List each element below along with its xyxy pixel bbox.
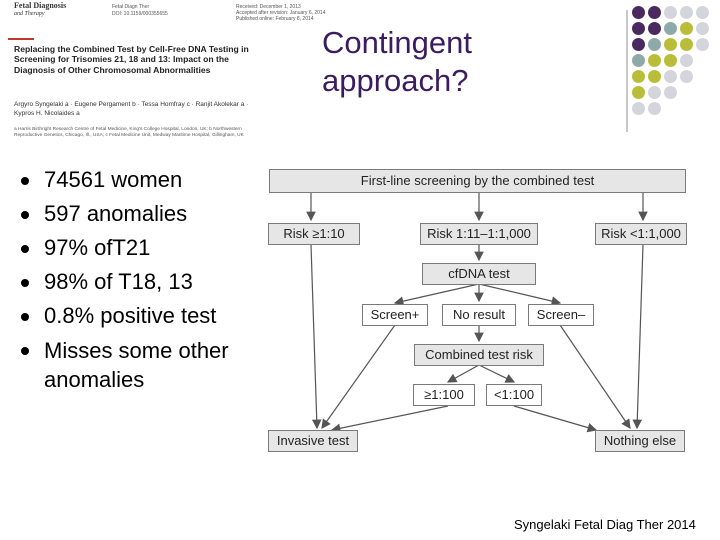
decorative-dot xyxy=(632,6,645,19)
node-invasive-test: Invasive test xyxy=(268,430,358,452)
node-nothing-else: Nothing else xyxy=(595,430,685,452)
node-no-result: No result xyxy=(442,304,516,326)
paper-meta-left: Fetal Diagn Ther DOI: 10.1159/000355655 xyxy=(112,4,168,17)
decorative-dot xyxy=(648,54,661,67)
decorative-dot xyxy=(648,70,661,83)
node-risk-low: Risk <1:1,000 xyxy=(595,223,687,245)
paper-title: Replacing the Combined Test by Cell-Free… xyxy=(14,44,249,75)
decorative-dot xyxy=(664,22,677,35)
bullet-icon xyxy=(21,245,29,253)
node-screen-positive: Screen+ xyxy=(362,304,428,326)
decorative-dot xyxy=(648,102,661,115)
decorative-dot xyxy=(664,54,677,67)
bullet-item: 0.8% positive test xyxy=(18,302,258,330)
decorative-dot xyxy=(696,22,709,35)
decorative-dot xyxy=(632,86,645,99)
bullet-item: 74561 women xyxy=(18,166,258,194)
node-screen-negative: Screen– xyxy=(528,304,594,326)
decorative-dot xyxy=(648,22,661,35)
citation: Syngelaki Fetal Diag Ther 2014 xyxy=(514,517,696,532)
decorative-dot xyxy=(632,38,645,51)
bullet-item: 597 anomalies xyxy=(18,200,258,228)
decorative-dot xyxy=(680,70,693,83)
bullet-icon xyxy=(21,279,29,287)
bullet-icon xyxy=(21,347,29,355)
decorative-dot xyxy=(664,70,677,83)
paper-affiliation: a Harris Birthright Research Centre of F… xyxy=(14,127,244,138)
decorative-dot xyxy=(632,22,645,35)
decorative-dot xyxy=(664,6,677,19)
node-first-line-screening: First-line screening by the combined tes… xyxy=(269,169,686,193)
node-cutoff-low: <1:100 xyxy=(486,384,542,406)
node-risk-mid: Risk 1:11–1:1,000 xyxy=(420,223,538,245)
bullet-item: Misses some other anomalies xyxy=(18,336,258,394)
title-divider xyxy=(626,10,628,132)
decorative-dot xyxy=(680,38,693,51)
decorative-dot xyxy=(664,38,677,51)
node-cutoff-high: ≥1:100 xyxy=(413,384,475,406)
slide-title: Contingent approach? xyxy=(322,25,472,98)
decorative-dot xyxy=(648,86,661,99)
decorative-dot xyxy=(632,54,645,67)
paper-authors: Argyro Syngelaki a · Eugene Pergament b … xyxy=(14,101,249,117)
paper-thumbnail: Fetal Diagnosis and Therapy Fetal Diagn … xyxy=(8,0,252,150)
bullet-list: 74561 women 597 anomalies 97% ofT21 98% … xyxy=(18,166,258,400)
node-cfdna-test: cfDNA test xyxy=(422,263,536,285)
bullet-item: 98% of T18, 13 xyxy=(18,268,258,296)
decorative-dot xyxy=(648,6,661,19)
decorative-dot xyxy=(664,86,677,99)
bullet-icon xyxy=(21,211,29,219)
bullet-icon xyxy=(21,313,29,321)
decorative-dot xyxy=(648,38,661,51)
node-combined-test-risk: Combined test risk xyxy=(414,344,544,366)
decorative-dot xyxy=(680,22,693,35)
decorative-dot xyxy=(680,6,693,19)
screening-flowchart: First-line screening by the combined tes… xyxy=(262,162,712,462)
bullet-icon xyxy=(21,177,29,185)
decorative-dot xyxy=(696,38,709,51)
paper-meta-right: Received: December 1, 2013 Accepted afte… xyxy=(236,4,326,22)
decorative-dot xyxy=(632,70,645,83)
decorative-dot xyxy=(696,6,709,19)
bullet-item: 97% ofT21 xyxy=(18,234,258,262)
node-risk-high: Risk ≥1:10 xyxy=(268,223,360,245)
decorative-dot xyxy=(632,102,645,115)
flowchart-connectors xyxy=(306,193,648,433)
journal-accent-rule xyxy=(8,38,34,40)
decorative-dot xyxy=(680,54,693,67)
journal-logo: Fetal Diagnosis and Therapy xyxy=(14,1,67,18)
decorative-dot-grid xyxy=(632,6,718,118)
